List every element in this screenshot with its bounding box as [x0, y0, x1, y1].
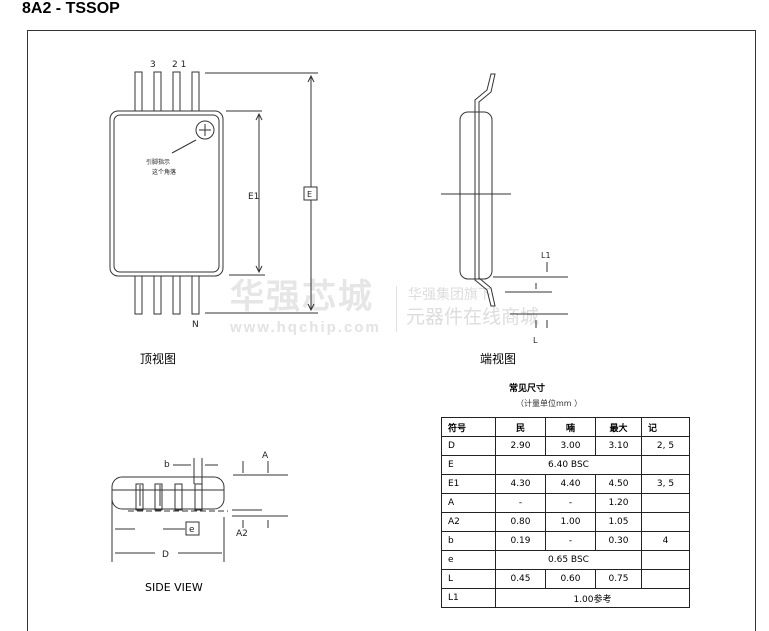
cell-value: 0.65 BSC [495, 550, 642, 570]
dim-a-label: A [262, 451, 269, 461]
side-view: b A A2 e D [111, 451, 288, 562]
watermark-divider [396, 286, 397, 332]
cell-nom: 1.00 [545, 512, 596, 532]
pin1-note: 引脚指示 [146, 158, 170, 166]
table-unit: （计量单位mm ） [516, 399, 583, 408]
cell-min: 4.30 [495, 474, 546, 494]
dim-d-label: D [162, 550, 169, 560]
cell-min: 0.80 [495, 512, 546, 532]
cell-min: 2.90 [495, 436, 546, 456]
header-nom: 喃 [545, 417, 596, 437]
cell-max: 4.50 [595, 474, 642, 494]
cell-value: 1.00参考 [495, 588, 690, 608]
cell-symbol: L [441, 569, 496, 589]
cell-note: 2, 5 [641, 436, 690, 456]
cell-note [641, 493, 690, 513]
page-title: 8A2 - TSSOP [22, 0, 120, 17]
watermark-url: www.hqchip.com [230, 319, 381, 336]
dim-l-label: L [533, 336, 538, 345]
cell-symbol: E [441, 455, 496, 475]
dim-a2-label: A2 [236, 529, 248, 539]
cell-symbol: L1 [441, 588, 496, 608]
cell-max: 3.10 [595, 436, 642, 456]
cell-max: 1.05 [595, 512, 642, 532]
table-row: A--1.20 [441, 493, 690, 513]
dim-e1-label: E1 [248, 192, 259, 202]
cell-note [641, 512, 690, 532]
watermark-slogan2: 元器件在线商城 [406, 307, 540, 328]
table-header-row: 符号 民 喃 最大 记 [441, 417, 690, 437]
side-view-caption: SIDE VIEW [145, 581, 203, 594]
header-note: 记 [641, 417, 690, 437]
cell-note: 4 [641, 531, 690, 551]
cell-nom: - [545, 493, 596, 513]
cell-nom: 3.00 [545, 436, 596, 456]
cell-symbol: A [441, 493, 496, 513]
cell-symbol: b [441, 531, 496, 551]
cell-max: 0.30 [595, 531, 642, 551]
cell-note: 3, 5 [641, 474, 690, 494]
cell-note [641, 569, 690, 589]
pin-label-2-1: 2 1 [172, 60, 186, 70]
header-min: 民 [495, 417, 546, 437]
cell-min: 0.45 [495, 569, 546, 589]
drawing-frame [27, 30, 756, 631]
dim-b-label: b [164, 460, 170, 470]
cell-nom: - [545, 531, 596, 551]
cell-nom: 4.40 [545, 474, 596, 494]
cell-min: 0.19 [495, 531, 546, 551]
header-symbol: 符号 [441, 417, 496, 437]
pin-label-3: 3 [150, 60, 156, 70]
dim-e-label: E [307, 190, 312, 199]
top-view: 3 2 1 N 引脚指示 这个角落 E1 E [109, 60, 318, 330]
table-caption: 常见尺寸 [509, 384, 546, 394]
cell-symbol: e [441, 550, 496, 570]
cell-note [641, 455, 690, 475]
pin1-indicator-icon [195, 120, 215, 140]
header-max: 最大 [595, 417, 642, 437]
cell-value: 6.40 BSC [495, 455, 642, 475]
cell-symbol: E1 [441, 474, 496, 494]
end-view: L1 L [441, 73, 568, 345]
cell-symbol: D [441, 436, 496, 456]
pin-label-n: N [192, 320, 199, 330]
dim-e-pitch-label: e [189, 525, 195, 535]
pin1-note-2: 这个角落 [152, 168, 176, 176]
end-view-caption: 端视图 [480, 352, 517, 366]
cell-max: 1.20 [595, 493, 642, 513]
cell-min: - [495, 493, 546, 513]
cell-max: 0.75 [595, 569, 642, 589]
cell-symbol: A2 [441, 512, 496, 532]
watermark-brand: 华强芯城 [230, 278, 374, 316]
watermark-slogan1: 华强集团旗下 [408, 286, 492, 302]
cell-nom: 0.60 [545, 569, 596, 589]
dim-l1-label: L1 [541, 251, 551, 260]
top-view-caption: 顶视图 [140, 352, 177, 366]
cell-note [641, 550, 690, 570]
